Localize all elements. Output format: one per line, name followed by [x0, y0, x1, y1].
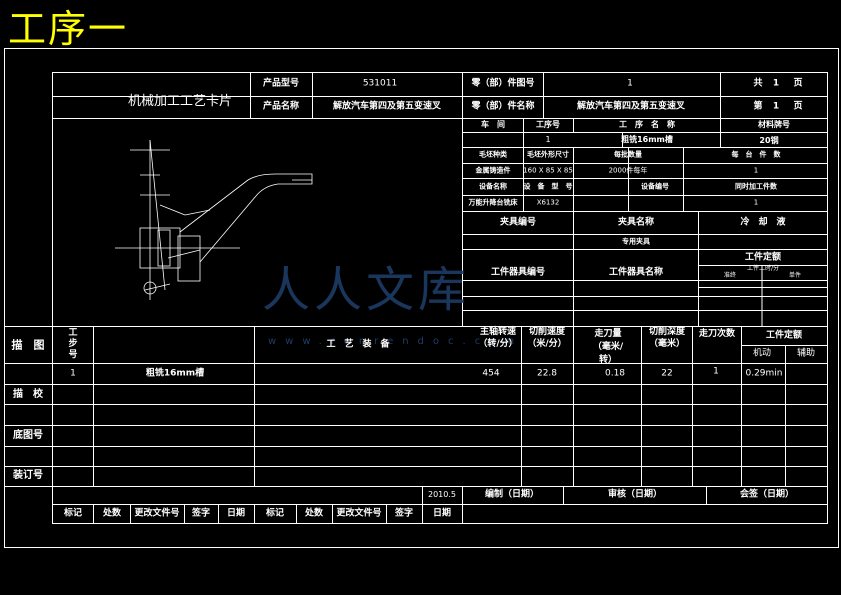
- row-step: 1: [70, 368, 76, 379]
- prep-label: 准终: [723, 272, 737, 279]
- blank-type-value: 金属铸造件: [475, 166, 511, 175]
- equip-name-value: 万能升降台铣床: [468, 198, 518, 207]
- fixture-no-label: 夹具编号: [499, 217, 537, 228]
- part-no-value: 1: [627, 78, 633, 89]
- footer-place-2: 处数: [304, 508, 324, 519]
- product-model-label: 产品型号: [262, 78, 300, 89]
- material-value: 20钢: [759, 136, 779, 145]
- cut-speed-label: 切削速度（米/分）: [527, 327, 567, 349]
- product-name-value: 解放汽车第四及第五变速叉: [332, 101, 442, 112]
- blank-qty-label: 每批数量: [614, 150, 642, 159]
- aux-label: 辅助: [796, 348, 816, 359]
- equip-name-label: 设备名称: [479, 182, 507, 191]
- per-unit-label: 每 台 件 数: [731, 150, 781, 159]
- footer-date-2: 日期: [432, 508, 452, 519]
- coolant-label: 冷 却 液: [740, 217, 786, 228]
- watermark: 人人文库: [262, 262, 471, 318]
- fixture-name-label: 夹具名称: [617, 217, 655, 228]
- row-feed: 0.18: [604, 368, 626, 379]
- review-label: 审核（日期）: [607, 489, 663, 500]
- page-heading: 工序一: [8, 7, 129, 51]
- blank-size-label: 毛坯外形尺寸: [527, 150, 569, 159]
- equip-model-label: 设 备 型 号: [523, 182, 573, 191]
- page-label: 第: [753, 101, 763, 112]
- part-sketch: [115, 139, 313, 300]
- footer-date-1: 日期: [226, 508, 246, 519]
- row-content: 粗铣16mm槽: [145, 368, 205, 379]
- step-no-label: 工步号: [68, 328, 78, 360]
- date-value: 2010.5: [428, 490, 456, 499]
- watermark-url: www.renrendoc.com: [268, 336, 524, 347]
- product-name-label: 产品名称: [262, 101, 300, 112]
- footer-mark-2: 标记: [265, 508, 285, 519]
- footer-place-1: 处数: [102, 508, 122, 519]
- part-name-label: 零（部）件名称: [471, 101, 535, 112]
- compile-label: 编制（日期）: [484, 489, 540, 500]
- feed-label: 走刀量（毫米/转）: [592, 329, 624, 365]
- simul-value: 1: [753, 198, 759, 207]
- part-no-label: 零（部）件图号: [471, 78, 535, 89]
- workshop-label: 车 间: [481, 120, 505, 129]
- blank-qty-value: 2000件每年: [608, 166, 648, 175]
- process-label: 工 艺 装 备: [326, 339, 390, 350]
- footer-signature-2: 签字: [394, 508, 414, 519]
- total-value: 1: [772, 78, 780, 89]
- tool-name-label: 工件器具名称: [608, 267, 664, 278]
- card-title: 机械加工工艺卡片: [128, 94, 233, 109]
- row-passes: 1: [713, 366, 719, 377]
- row-spindle: 454: [482, 368, 500, 379]
- equip-no-label: 设备编号: [641, 182, 669, 191]
- footer-change-2: 更改文件号: [336, 508, 382, 519]
- base-no-label: 底图号: [13, 430, 43, 441]
- footer-change-1: 更改文件号: [134, 508, 180, 519]
- blank-type-label: 毛坯种类: [479, 150, 507, 159]
- spindle-label: 主轴转速（转/分）: [478, 327, 518, 349]
- row-speed: 22.8: [536, 368, 558, 379]
- op-name-label: 工 序 名 称: [619, 120, 675, 129]
- total-unit: 页: [793, 78, 803, 89]
- equip-model-value: X6132: [536, 198, 560, 207]
- time-quota-label: 工件定额: [744, 252, 782, 263]
- machine-label: 机动: [752, 348, 772, 359]
- time-quota-sub: 工件工时/分: [746, 265, 780, 272]
- quota-label: 工件定额: [765, 330, 803, 341]
- op-no-label: 工序号: [536, 120, 560, 129]
- proofread-label: 描 校: [13, 389, 43, 400]
- per-unit-value: 1: [753, 166, 759, 175]
- unit-label: 单件: [788, 272, 802, 279]
- sign-label: 会签（日期）: [739, 489, 795, 500]
- material-label: 材料牌号: [758, 120, 790, 129]
- row-machine: 0.29min: [745, 368, 783, 379]
- page-value: 1: [772, 101, 780, 112]
- op-name-value: 粗铣16mm槽: [621, 135, 673, 144]
- depth-label: 切削深度（毫米）: [648, 327, 685, 349]
- page-unit: 页: [793, 101, 803, 112]
- binding-no-label: 装订号: [13, 470, 43, 481]
- blank-size-value: 160 X 85 X 85: [523, 166, 573, 175]
- footer-mark-1: 标记: [63, 508, 83, 519]
- tool-no-label: 工件器具编号: [490, 267, 546, 278]
- total-label: 共: [753, 78, 763, 89]
- row-depth: 22: [661, 368, 673, 379]
- product-model-value: 531011: [362, 78, 398, 89]
- passes-label: 走刀次数: [698, 329, 735, 339]
- sketch-label: 描 图: [11, 338, 45, 352]
- simul-label: 同时加工件数: [735, 182, 777, 191]
- fixture-name-value: 专用夹具: [622, 237, 650, 246]
- part-name-value: 解放汽车第四及第五变速叉: [576, 101, 686, 112]
- footer-signature-1: 签字: [191, 508, 211, 519]
- op-no-value: 1: [545, 135, 551, 144]
